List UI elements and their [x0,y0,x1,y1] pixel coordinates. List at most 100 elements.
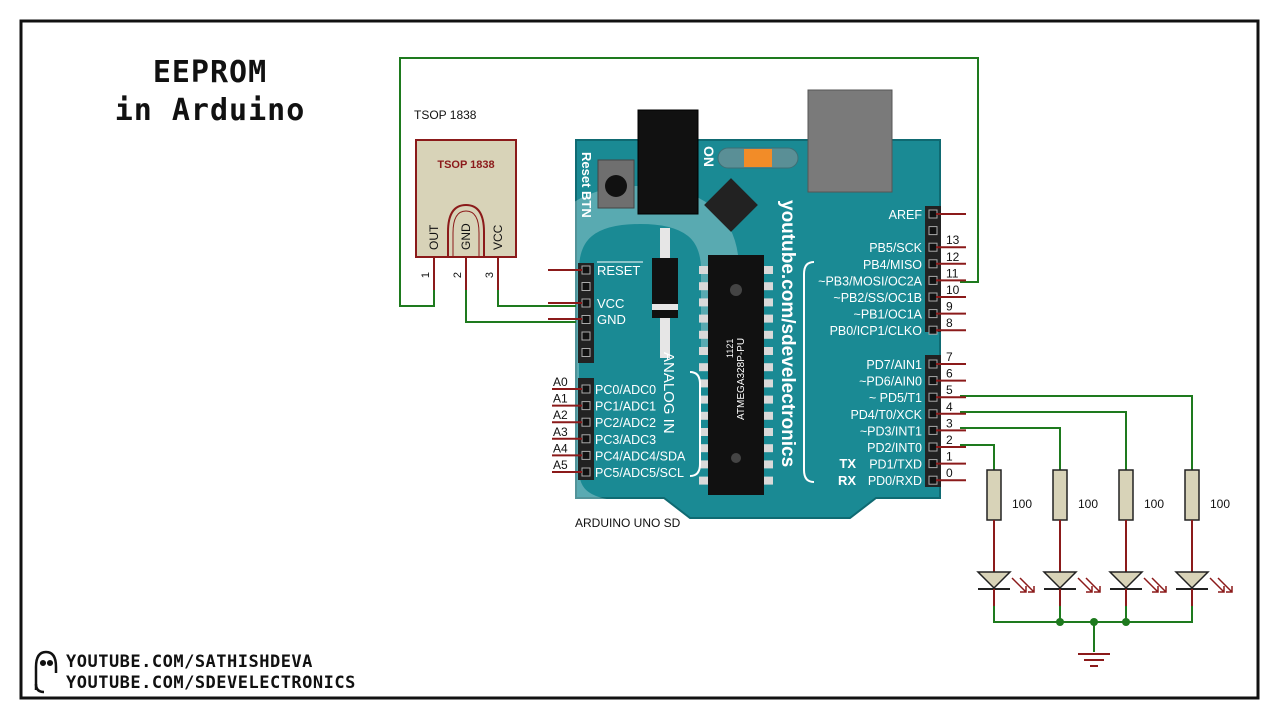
digital-pin-number: 0 [946,466,953,480]
chip-pin-left [699,411,708,420]
digital-pin-number: 13 [946,233,960,247]
chip-pin-left [699,347,708,355]
board-diode-lead-bottom [660,318,670,358]
reset-button-knob[interactable] [605,175,627,197]
power-pin-label: GND [597,312,626,327]
digital-pin-label: AREF [889,208,923,222]
chip-dot [731,453,741,463]
chip-pin-right [764,298,773,307]
digital-pin-label: ~PB3/MOSI/OC2A [818,274,923,288]
usb-port [807,89,893,193]
sensor-pin-number: 2 [452,272,464,278]
digital-bracket [803,261,815,483]
analog-pin-name: A3 [553,425,568,439]
digital-bottom-hole [928,392,938,402]
digital-top-hole [928,209,938,219]
footer-link-sdevelectronics[interactable]: YOUTUBE.COM/SDEVELECTRONICS [66,673,356,693]
resistor [1052,469,1068,521]
sensor-dome-inner [452,210,480,257]
digital-pin-label: ~ PD5/T1 [869,391,922,405]
chip-pin-right [764,379,773,388]
analog-pin-label: PC5/ADC5/SCL [595,466,684,480]
wire-gnd [465,290,576,323]
digital-pin-label: PB4/MISO [863,258,922,272]
resistor-value: 100 [1210,497,1230,511]
ground-symbol [1078,653,1110,667]
digital-top-hole [928,325,938,335]
analog-pin-label: PC3/ADC3 [595,433,656,447]
digital-bottom-hole [928,376,938,386]
reset-button[interactable] [597,159,635,209]
sensor-body-label: TSOP 1838 [437,159,494,171]
reset-btn-label: Reset BTN [579,152,594,218]
analog-bracket [689,371,701,477]
on-label: ON [701,146,717,167]
chip-name-label: ATMEGA328P-PU [736,338,747,420]
chip-pin-left [699,444,708,453]
analog-header-hole [581,450,591,460]
chip-pin-right [764,363,773,372]
analog-header-hole [581,401,591,411]
digital-pin-number: 1 [946,450,953,464]
digital-pin-label: PD7/AIN1 [866,358,922,372]
analog-pin-name: A4 [553,441,568,455]
power-pin-label: VCC [597,296,624,311]
resistor [986,469,1002,521]
analog-in-label: ANALOG IN [660,352,677,434]
analog-pin-name: A1 [553,392,568,406]
digital-pin-label: PD4/T0/XCK [850,408,922,422]
analog-pin-label: PC2/ADC2 [595,416,656,430]
digital-pin-label: ~PB2/SS/OC1B [833,291,922,305]
atmega-chip-pins [699,266,773,485]
digital-pin-number: 8 [946,316,953,330]
digital-pin-number: 12 [946,250,960,264]
digital-bottom-hole [928,409,938,419]
sensor-ref: TSOP 1838 [414,108,477,122]
chip-pin-right [764,460,773,469]
digital-top-hole [928,242,938,252]
led-light-arrow [1011,577,1027,593]
digital-pin-label: PB5/SCK [869,241,922,255]
chip-pin-right [764,395,773,404]
chip-pin-right [764,411,773,420]
power-header-hole [581,348,591,357]
chip-pin-left [699,460,708,469]
digital-top-hole [928,292,938,302]
chip-pin-right [764,476,773,485]
digital-pin-number: 3 [946,416,953,430]
analog-header-hole [581,384,591,394]
digital-top-hole [928,309,938,319]
digital-bottom-hole [928,475,938,485]
digital-top-hole [928,226,938,236]
wire-d4 [960,411,1127,470]
on-led-light [744,149,772,167]
chip-pin-right [764,266,773,274]
header-pins [581,209,938,485]
footer-link-sathishdeva[interactable]: YOUTUBE.COM/SATHISHDEVA [66,652,313,672]
sensor-pin-number: 3 [484,272,496,278]
analog-pin-label: PC1/ADC1 [595,400,656,414]
pin-labels: RESETVCCGNDA0PC0/ADC0A1PC1/ADC1A2PC2/ADC… [553,208,960,488]
chip-pin-left [699,282,708,291]
wire-vcc [497,290,576,307]
led [1174,571,1210,590]
chip-pin-right [764,314,773,323]
power-jack [637,109,699,215]
resistor [1184,469,1200,521]
wire-d3 [960,427,1061,470]
chip-pin-right [764,428,773,436]
sensor-pin-name: OUT [427,224,441,250]
digital-header-bottom [925,355,941,487]
digital-pin-number: 2 [946,433,953,447]
power-header-hole [581,265,591,275]
analog-pin-name: A5 [553,458,568,472]
digital-pin-number: 6 [946,367,953,381]
board-name: ARDUINO UNO SD [575,516,681,530]
board-diode-lead [660,228,670,258]
sensor-pin-number: 1 [420,272,432,278]
chip-notch [730,284,742,296]
chip-pin-left [699,314,708,323]
power-header-hole [581,298,591,308]
